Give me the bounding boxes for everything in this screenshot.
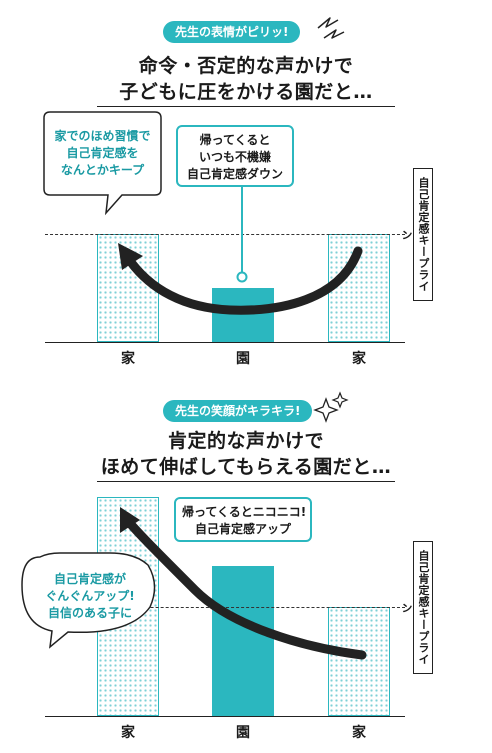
baseline [45, 716, 405, 717]
bubble-line: ぐんぐんアップ! [45, 589, 135, 603]
panel1-graphics [43, 111, 363, 315]
trend-arrow [123, 246, 363, 315]
bubble-text: 家でのほめ習慣で 自己肯定感を なんとかキープ [44, 128, 161, 179]
panel-strict-school: 先生の表情がピリッ! 命令・否定的な声かけで 子どもに圧をかける園だと… 家 園… [43, 17, 433, 367]
bar-school [212, 288, 274, 342]
heading-line1: 命令・否定的な声かけで [138, 55, 354, 77]
heading-underline [97, 106, 395, 107]
heading-line2: 子どもに圧をかける園だと… [119, 81, 373, 103]
bar-school [212, 566, 274, 716]
bubble-line: なんとかキープ [60, 163, 145, 177]
speech-bubble [21, 552, 156, 649]
category-school: 園 [236, 725, 250, 741]
category-home-1: 家 [121, 351, 135, 367]
heading-line2: ほめて伸ばしてもらえる園だと… [100, 456, 392, 478]
sparkle-icon [313, 391, 349, 423]
badge-positive: 先生の笑顔がキラキラ! [163, 400, 313, 422]
bar-home-after [328, 607, 390, 716]
baseline [45, 342, 405, 343]
bubble-line: 自信のある子に [47, 606, 132, 620]
keep-line-label: 自己肯定感キープライン [400, 168, 433, 301]
arrowhead [118, 243, 143, 270]
panel-positive-school: 先生の笑顔がキラキラ! 肯定的な声かけで ほめて伸ばしてもらえる園だと… 家 園… [0, 385, 492, 753]
speech-bubble [43, 111, 162, 216]
bubble-text: 自己肯定感が ぐんぐんアップ! 自信のある子に [30, 571, 150, 622]
keep-line [45, 234, 405, 235]
lightning-icon [317, 17, 345, 39]
category-school: 園 [236, 351, 250, 367]
trend-arrow [123, 516, 367, 660]
heading-underline [97, 481, 395, 482]
badge-strict: 先生の表情がピリッ! [163, 21, 301, 43]
callout-school: 帰ってくるとニコニコ! 自己肯定感アップ [174, 497, 312, 542]
callout-school: 帰ってくると いつも不機嫌 自己肯定感ダウン [176, 125, 294, 187]
callout-line: 自己肯定感アップ [194, 522, 291, 536]
panel2-graphics [21, 507, 367, 660]
bar-home-after [328, 234, 390, 342]
arrowhead [120, 507, 140, 533]
callout-line: いつも不機嫌 [198, 150, 271, 164]
callout-line: 帰ってくるとニコニコ! [182, 505, 307, 519]
category-home-1: 家 [121, 725, 135, 741]
heading-line1: 肯定的な声かけで [167, 430, 324, 452]
callout-line: 自己肯定感ダウン [186, 167, 283, 181]
keep-line-label: 自己肯定感キープライン [400, 541, 433, 674]
bubble-line: 自己肯定感を [66, 146, 139, 160]
category-home-2: 家 [352, 725, 366, 741]
bubble-line: 家でのほめ習慣で [54, 129, 151, 143]
category-home-2: 家 [352, 351, 366, 367]
bubble-line: 自己肯定感が [53, 572, 126, 586]
callout-line: 帰ってくると [199, 133, 271, 147]
